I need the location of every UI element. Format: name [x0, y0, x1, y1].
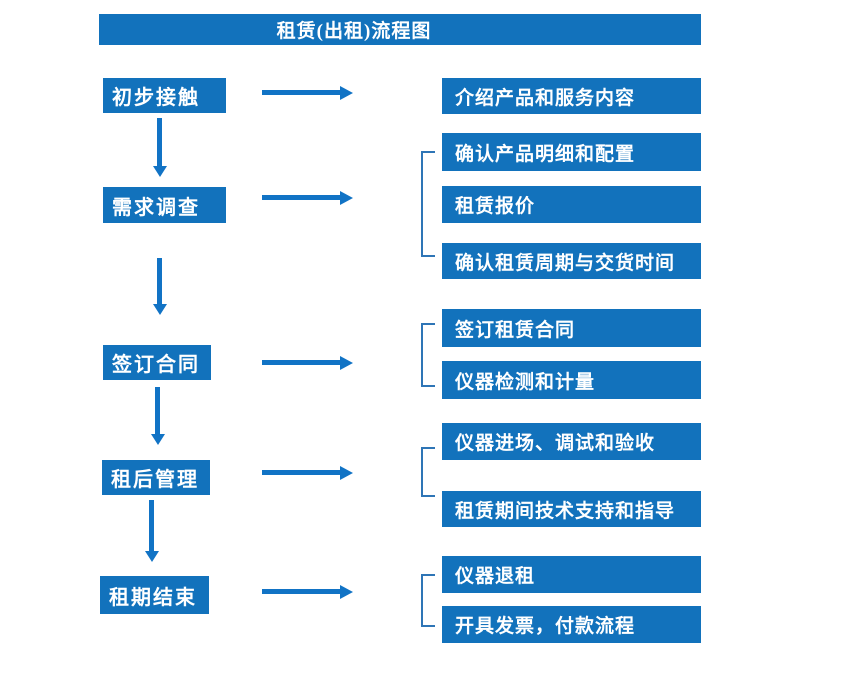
right-arrow-icon-3 [262, 360, 340, 365]
detail-invoice-payment-process: 开具发票，付款流程 [442, 606, 701, 643]
stage-initial-contact: 初步接触 [103, 78, 226, 113]
detail-rental-quote: 租赁报价 [442, 186, 701, 223]
detail-sign-rental-contract: 签订租赁合同 [442, 309, 701, 347]
bracket-lease-end-group [421, 574, 435, 627]
down-arrow-icon-1 [157, 118, 162, 166]
right-arrow-icon-1 [262, 90, 340, 95]
right-arrow-icon-5 [262, 589, 340, 594]
down-arrow-icon-2 [157, 258, 162, 304]
detail-confirm-product-details-config: 确认产品明细和配置 [442, 133, 701, 171]
detail-rental-period-technical-support: 租赁期间技术支持和指导 [442, 491, 701, 527]
bracket-demand-survey-group [421, 151, 435, 257]
detail-instrument-inspection-measurement: 仪器检测和计量 [442, 361, 701, 399]
flowchart-title: 租赁(出租)流程图 [99, 14, 701, 45]
stage-post-rental-management: 租后管理 [102, 460, 210, 495]
bracket-post-rental-group [421, 447, 435, 497]
detail-instrument-return: 仪器退租 [442, 556, 701, 593]
stage-contract-signing: 签订合同 [103, 345, 211, 380]
detail-introduce-products-services: 介绍产品和服务内容 [442, 78, 701, 114]
detail-confirm-rental-period-delivery: 确认租赁周期与交货时间 [442, 243, 701, 279]
down-arrow-icon-4 [149, 500, 154, 551]
stage-lease-end: 租期结束 [100, 576, 209, 614]
detail-instrument-entry-commissioning-acceptance: 仪器进场、调试和验收 [442, 423, 701, 460]
bracket-contract-signing-group [421, 323, 435, 387]
right-arrow-icon-4 [262, 470, 340, 475]
down-arrow-icon-3 [155, 387, 160, 434]
stage-demand-survey: 需求调查 [103, 187, 226, 223]
right-arrow-icon-2 [262, 195, 340, 200]
